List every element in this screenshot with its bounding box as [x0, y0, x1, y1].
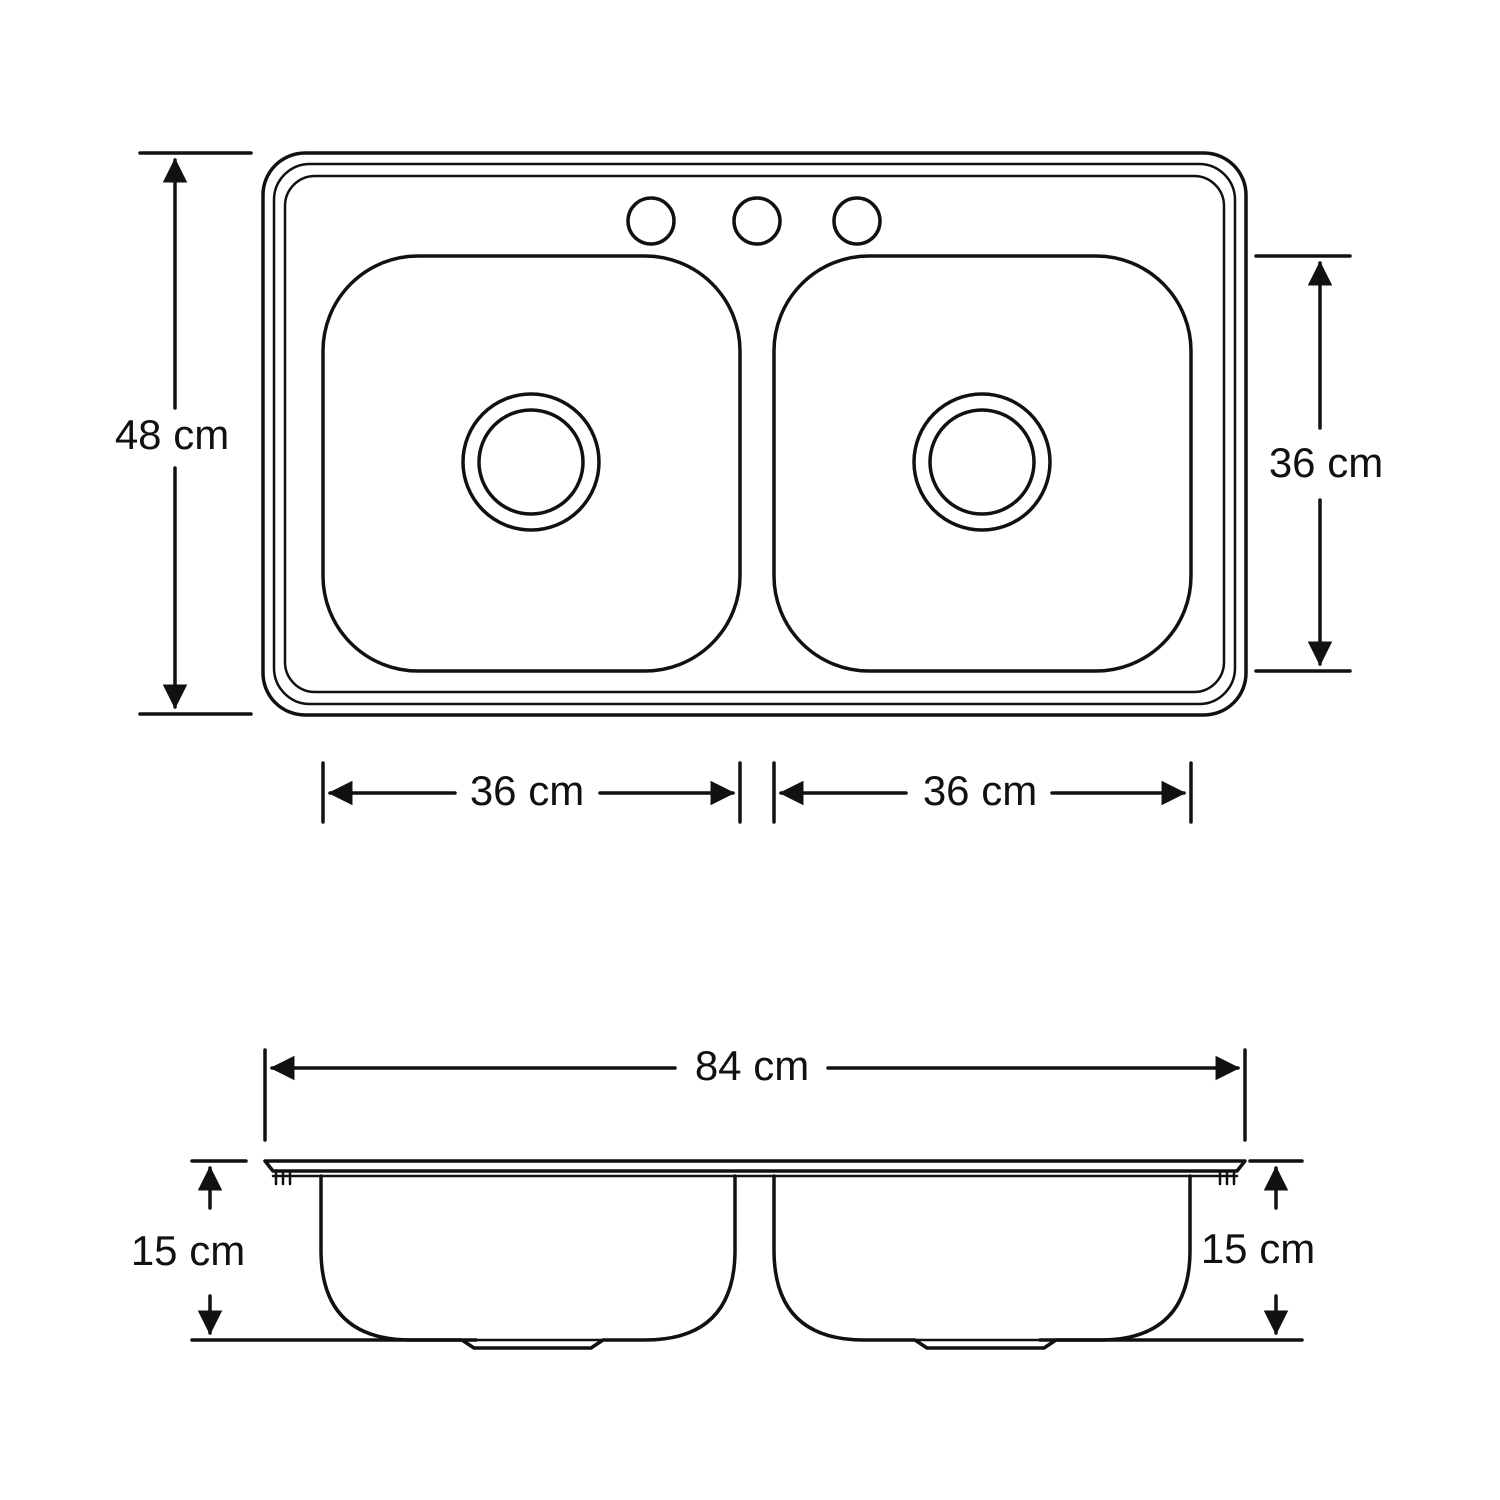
- dimension-right-basin-width: 36 cm: [772, 761, 1193, 824]
- left-drain-inner: [477, 408, 585, 516]
- dimension-left-basin-width: 36 cm: [321, 761, 742, 824]
- dimension-overall-height: 48 cm: [115, 151, 253, 716]
- depth-left-label: 15 cm: [131, 1227, 245, 1274]
- right-bowl-profile: [772, 1174, 1192, 1350]
- faucet-hole-left: [626, 196, 676, 246]
- side-rim: [263, 1159, 1247, 1173]
- side-view: [263, 1159, 1247, 1350]
- depth-right-label: 15 cm: [1201, 1225, 1315, 1272]
- right-basin: [772, 254, 1193, 673]
- total-width-label: 84 cm: [695, 1042, 809, 1089]
- dimension-total-width: 84 cm: [263, 1042, 1247, 1142]
- right-drain-outer: [912, 392, 1052, 532]
- left-basin: [321, 254, 742, 673]
- sink-outer-rim: [261, 151, 1248, 717]
- left-drain-outer: [461, 392, 601, 532]
- sink-deck-edge: [283, 174, 1226, 694]
- left-basin-width-label: 36 cm: [470, 767, 584, 814]
- height-label: 48 cm: [115, 411, 229, 458]
- top-view: [261, 151, 1248, 717]
- sink-rim-inner: [272, 162, 1237, 706]
- right-basin-width-label: 36 cm: [923, 767, 1037, 814]
- dimension-depth-right: 15 cm: [1038, 1159, 1315, 1342]
- left-bowl-profile: [319, 1174, 737, 1350]
- dimension-depth-left: 15 cm: [131, 1159, 478, 1342]
- faucet-hole-right: [832, 196, 882, 246]
- faucet-hole-center: [732, 196, 782, 246]
- right-drain-inner: [928, 408, 1036, 516]
- basin-height-label: 36 cm: [1269, 439, 1383, 486]
- dimension-basin-height: 36 cm: [1254, 254, 1383, 673]
